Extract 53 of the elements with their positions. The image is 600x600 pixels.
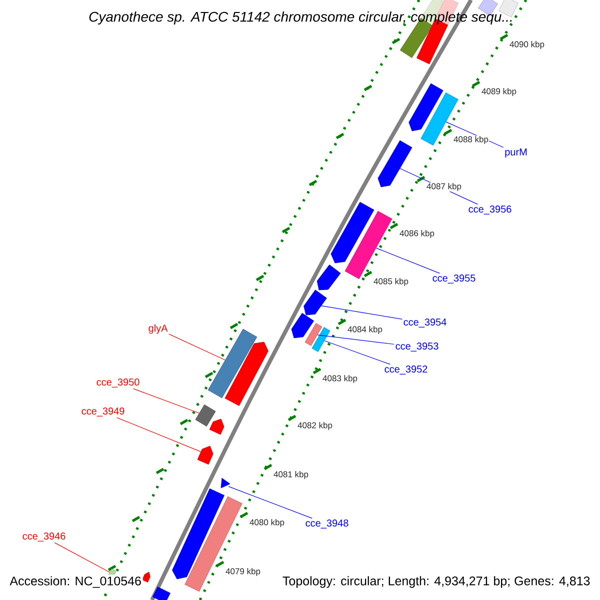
gene-label: cce_3950: [96, 378, 140, 388]
gene-feature: [184, 496, 242, 592]
gene-feature: [220, 478, 230, 488]
gene-label: cce_3948: [306, 520, 348, 528]
tick-label: 4089 kbp: [481, 88, 517, 96]
gene-feature: [330, 202, 374, 264]
tick-label: 4088 kbp: [453, 136, 489, 144]
footer-text: Topology: circular; Length: 4,934,271 bp; Genes: 4,813: [280, 574, 592, 590]
gene-feature: [195, 404, 216, 427]
tick-label: 4090 kbp: [509, 40, 545, 50]
gene-feature: [197, 446, 214, 465]
tick-label: 4080 kbp: [249, 518, 285, 528]
gene-feature: [209, 418, 224, 435]
leader-line: [168, 334, 226, 360]
gene-label: cce_3956: [468, 206, 512, 214]
gene-label: cce_3949: [82, 408, 124, 416]
gene-feature: [224, 342, 268, 406]
tick-label: 4085 kbp: [373, 278, 409, 286]
tick-label: 4081 kbp: [273, 470, 309, 480]
gene-feature: [152, 586, 170, 600]
leader-line: [317, 334, 394, 345]
gene-feature: [142, 572, 150, 582]
title: Cyanothece sp. ATCC 51142 chromosome circular, complete sequ...: [89, 11, 512, 25]
gene-feature: [304, 323, 322, 346]
tick-label: 4084 kbp: [347, 326, 383, 334]
leader-line: [54, 542, 110, 573]
gene-feature: [344, 210, 392, 280]
gene-label: cce_3946: [22, 532, 66, 542]
gene-label: cce_3954: [404, 318, 446, 328]
leader-line: [133, 388, 200, 414]
leader-line: [324, 340, 390, 365]
gene-feature: [172, 488, 224, 580]
gene-label: cce_3955: [432, 274, 476, 284]
gene-feature: [316, 264, 341, 290]
gene-feature: [312, 327, 330, 352]
leader-line: [116, 417, 202, 452]
tick-label: 4087 kbp: [426, 182, 462, 192]
gene-label: cce_3953: [396, 342, 438, 352]
gene-feature: [378, 140, 412, 188]
gene-label: cce_3952: [384, 366, 428, 374]
gene-feature: [208, 328, 258, 398]
gene-feature: [304, 290, 327, 316]
leader-line: [228, 486, 312, 519]
gene-feature: [408, 83, 444, 132]
footer-text: Accession: NC_010546: [8, 574, 143, 590]
tick-label: 4083 kbp: [322, 374, 358, 384]
tick-label: 4082 kbp: [297, 422, 333, 430]
tick-label: 4079 kbp: [225, 568, 261, 576]
gene-feature: [291, 312, 314, 338]
gene-label: glyA: [148, 324, 168, 334]
gene-label: purM: [505, 148, 527, 158]
leader-line: [376, 248, 440, 274]
leader-line: [321, 306, 402, 320]
